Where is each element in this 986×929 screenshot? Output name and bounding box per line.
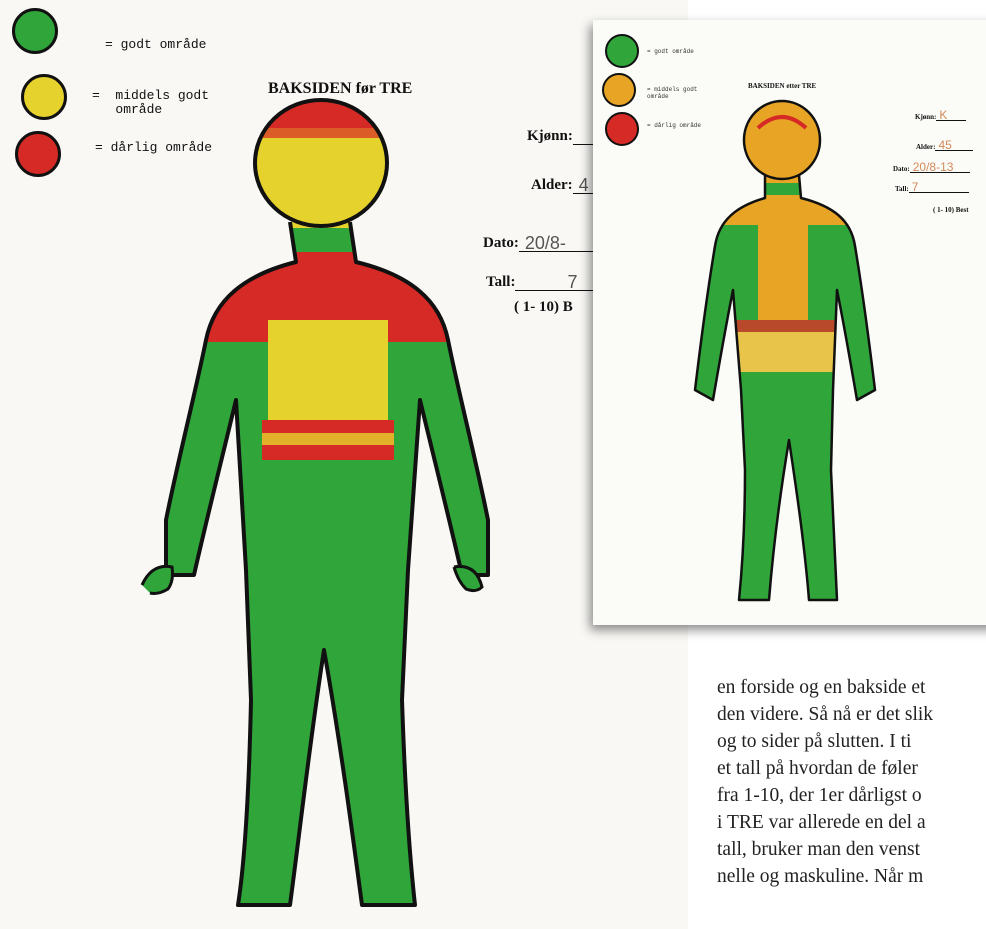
- text-line: tall, bruker man den venst: [717, 836, 986, 863]
- after-sheet: = godt område = middels godt område = då…: [593, 20, 986, 625]
- body-figure-after: [593, 20, 986, 625]
- text-line: nelle og maskuline. Når m: [717, 863, 986, 890]
- text-line: et tall på hvordan de føler: [717, 755, 986, 782]
- before-sheet: = godt område = middels godt område = då…: [0, 0, 688, 929]
- text-line: en forside og en bakside et: [717, 674, 986, 701]
- body-figure-before: [0, 0, 688, 929]
- text-line: den videre. Så nå er det slik: [717, 701, 986, 728]
- text-line: i TRE var allerede en del a: [717, 809, 986, 836]
- article-body-text: en forside og en bakside et den videre. …: [717, 674, 986, 890]
- text-line: fra 1-10, der 1er dårligst o: [717, 782, 986, 809]
- text-line: og to sider på slutten. I ti: [717, 728, 986, 755]
